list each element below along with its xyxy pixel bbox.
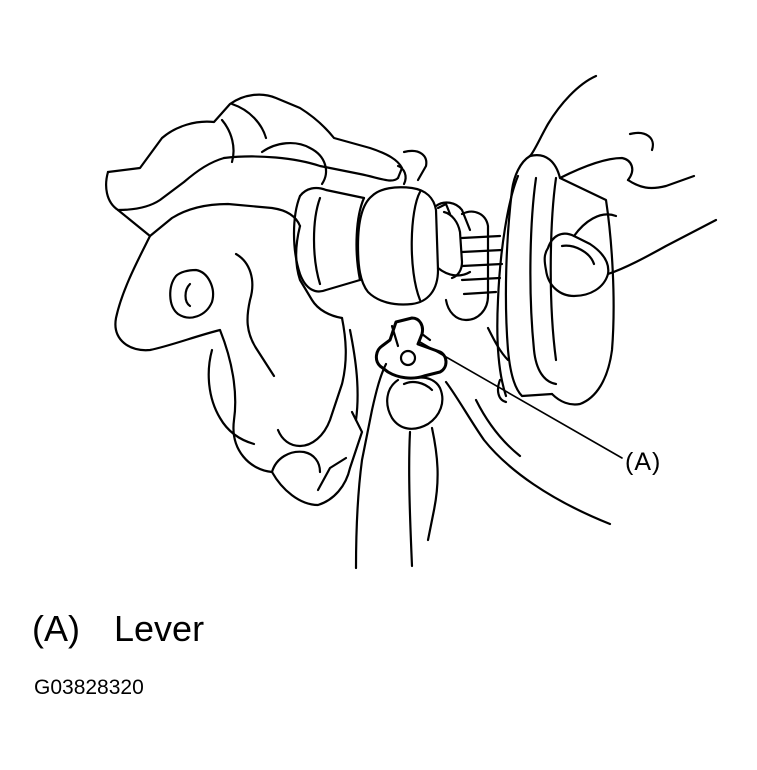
callout-label-a: (A) [625,448,662,476]
lower-hand [356,364,610,568]
drive-flange [488,155,614,404]
legend-name: Lever [114,608,205,649]
shaft-assembly [294,151,502,320]
callout-leader [420,342,622,458]
legend-key: (A) [32,608,80,649]
upper-hand [530,76,716,296]
lever [376,318,446,378]
legend-entry: (A) Lever [32,608,204,650]
housing [106,95,402,505]
figure-code: G03828320 [34,676,144,699]
